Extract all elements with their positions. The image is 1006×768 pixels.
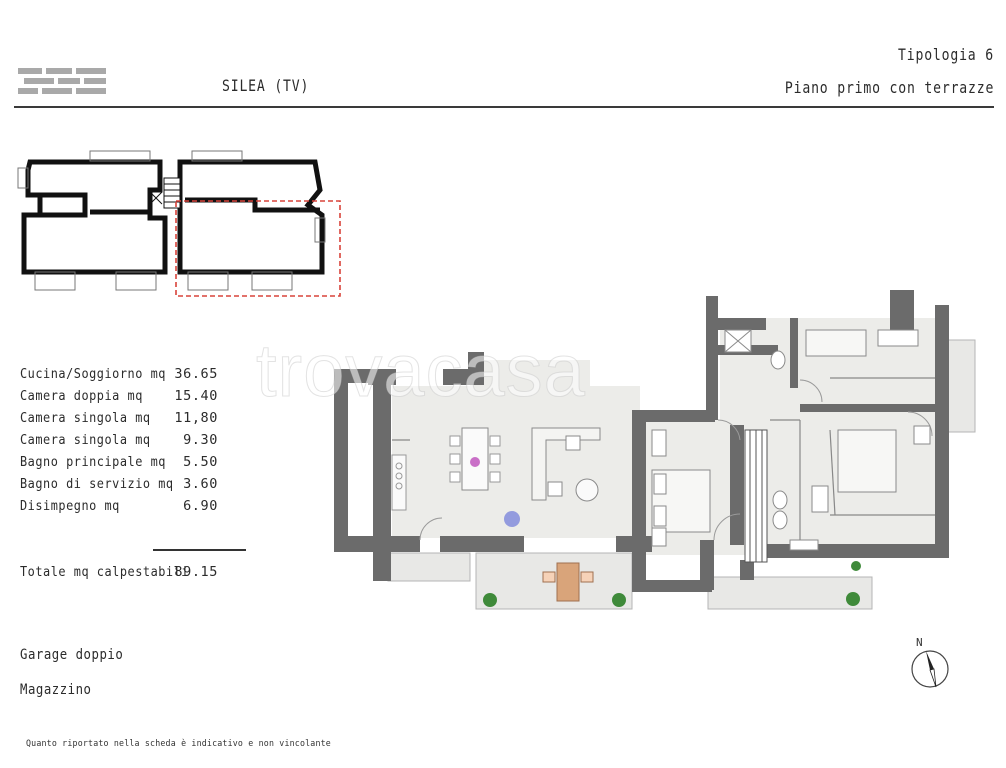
room-area: 5.50 xyxy=(183,454,218,470)
table-row: Camera singola mq 11,80 xyxy=(18,410,248,432)
floor-subtitle: Piano primo con terrazze xyxy=(784,78,994,97)
table-row: Camera doppia mq 15.40 xyxy=(18,388,248,410)
wardrobe xyxy=(744,429,768,563)
table-row: Camera singola mq 9.30 xyxy=(18,432,248,454)
terrace-table xyxy=(542,562,594,602)
north-compass-icon: N xyxy=(911,636,949,688)
room-label: Camera singola mq xyxy=(20,410,151,426)
table-row: Disimpegno mq 6.90 xyxy=(18,498,248,520)
room-label: Bagno di servizio mq xyxy=(20,476,174,492)
total-label: Totale mq calpestabili xyxy=(20,564,189,580)
room-label: Cucina/Soggiorno mq xyxy=(20,366,166,382)
room-label: Disimpegno mq xyxy=(20,498,120,514)
room-label: Camera singola mq xyxy=(20,432,151,448)
terrace-plants xyxy=(483,561,861,607)
room-area: 15.40 xyxy=(174,388,218,404)
extra-storage: Magazzino xyxy=(20,682,92,698)
area-table: Cucina/Soggiorno mq 36.65 Camera doppia m… xyxy=(18,366,248,520)
room-area: 9.30 xyxy=(183,432,218,448)
total-row: Totale mq calpestabili 89.15 xyxy=(18,564,248,586)
compass-label: N xyxy=(916,636,923,649)
room-label: Bagno principale mq xyxy=(20,454,166,470)
sofa xyxy=(531,427,601,502)
header-divider xyxy=(14,106,994,108)
table-row: Bagno principale mq 5.50 xyxy=(18,454,248,476)
sum-divider xyxy=(153,549,246,551)
extra-garage: Garage doppio xyxy=(20,647,124,663)
room-area: 36.65 xyxy=(174,366,218,382)
room-area: 11,80 xyxy=(174,410,218,426)
table-row: Cucina/Soggiorno mq 36.65 xyxy=(18,366,248,388)
dining-table xyxy=(449,427,501,491)
disclaimer: Quanto riportato nella scheda è indicati… xyxy=(26,739,331,749)
kitchen-counter xyxy=(391,454,407,511)
bathroom-fixtures xyxy=(724,329,829,551)
room-label: Camera doppia mq xyxy=(20,388,143,404)
double-bed xyxy=(651,429,711,547)
location-title: SILEA (TV) xyxy=(222,76,310,95)
single-beds xyxy=(805,329,931,493)
building-key-plan xyxy=(17,150,341,297)
table-row: Bagno di servizio mq 3.60 xyxy=(18,476,248,498)
room-area: 3.60 xyxy=(183,476,218,492)
company-logo xyxy=(18,68,108,98)
room-area: 6.90 xyxy=(183,498,218,514)
terraces xyxy=(387,339,976,610)
plant-icon xyxy=(504,511,520,527)
watermark: trovacasa xyxy=(256,329,586,413)
walls xyxy=(334,290,949,592)
total-value: 89.15 xyxy=(174,564,218,580)
typology-title: Tipologia 6 xyxy=(898,45,994,64)
